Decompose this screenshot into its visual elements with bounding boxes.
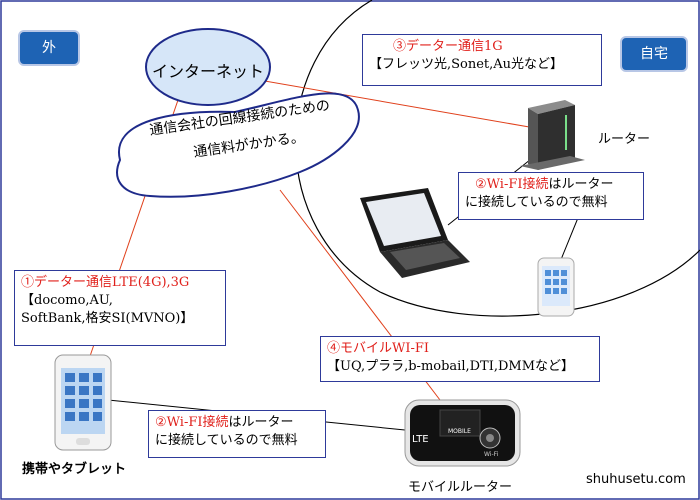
- box3-title: ③データー通信1G: [393, 39, 503, 54]
- box-wifi-mobile: ②Wi-FI接続はルーター に接続しているので無料: [148, 410, 326, 458]
- home-smartphone-icon: [537, 257, 575, 317]
- router-icon: [520, 100, 585, 170]
- box1-carriers-2: SoftBank,格安SI(MVNO)】: [21, 311, 194, 326]
- box4-title: ④モバイルWI-FI: [327, 341, 430, 356]
- box1-title: ①データー通信LTE(4G),3G: [21, 275, 190, 290]
- site-label: shuhusetu.com: [586, 472, 686, 487]
- box-wifi-home: ②Wi-FI接続はルーター に接続しているので無料: [458, 172, 644, 220]
- line-internet-router: [229, 74, 536, 129]
- box-mobile-data: ①データー通信LTE(4G),3G 【docomo,AU, SoftBank,格…: [14, 270, 226, 346]
- internet-ellipse: [145, 28, 271, 106]
- box4-providers: 【UQ,プララ,b-mobail,DTI,DMMなど】: [327, 359, 575, 374]
- mobile-brand-label: MOBILE: [448, 428, 471, 435]
- box2-top-title-rest: はルーター: [548, 177, 614, 192]
- router-label: ルーター: [598, 132, 651, 147]
- box2-bottom-note: に接続しているので無料: [155, 433, 298, 448]
- mobile-router-icon: [404, 399, 521, 467]
- box3-providers: 【フレッツ光,Sonet,Au光など】: [369, 57, 564, 72]
- box1-carriers-1: 【docomo,AU,: [21, 293, 113, 308]
- smartphone-label: 携帯やタブレット: [22, 462, 127, 477]
- cost-cloud: [116, 92, 360, 198]
- laptop-icon: [360, 188, 470, 278]
- left-smartphone-icon: [54, 354, 112, 451]
- outside-tag: 外: [18, 30, 80, 66]
- internet-label: インターネット: [152, 62, 265, 81]
- wifi-brand-label: Wi-Fi: [484, 451, 499, 458]
- lte-brand-label: LTE: [412, 434, 429, 445]
- mobile-router-label: モバイルルーター: [408, 480, 513, 495]
- home-tag: 自宅: [620, 36, 688, 72]
- home-boundary: [295, 0, 700, 317]
- box2-bottom-title: ②Wi-FI接続: [155, 415, 229, 430]
- box2-top-title: ②Wi-FI接続: [475, 177, 549, 192]
- box2-top-note: に接続しているので無料: [465, 195, 608, 210]
- box2-bottom-title-rest: はルーター: [228, 415, 294, 430]
- box-mobile-wifi: ④モバイルWI-FI 【UQ,プララ,b-mobail,DTI,DMMなど】: [320, 336, 600, 382]
- box-data-fiber: ③データー通信1G 【フレッツ光,Sonet,Au光など】: [362, 34, 602, 86]
